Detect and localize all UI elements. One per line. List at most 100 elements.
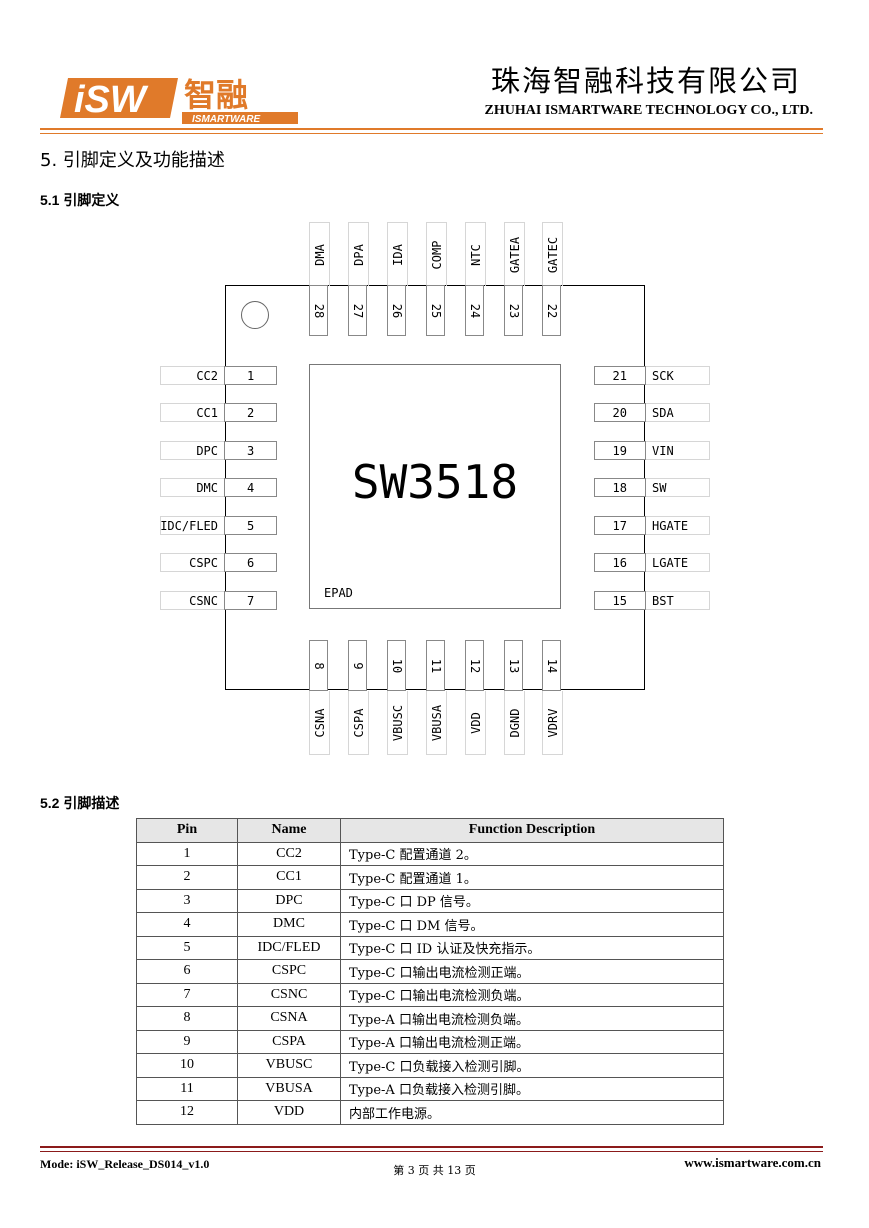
- pin-number-right: 19: [594, 441, 646, 460]
- pin-number-left: 3: [224, 441, 277, 460]
- pin-label-bottom: CSNA: [309, 691, 330, 755]
- pin-label-top-text: NTC: [468, 243, 483, 266]
- pin-label-left: DMC: [160, 478, 224, 497]
- pin-number-bottom: 11: [426, 640, 445, 691]
- pin-number-bottom: 12: [465, 640, 484, 691]
- pin-label-bottom-text: VDD: [468, 711, 483, 734]
- pin-number-bottom-text: 9: [350, 661, 365, 670]
- pin-number-bottom: 10: [387, 640, 406, 691]
- pin-number-left: 4: [224, 478, 277, 497]
- cell-pin: 12: [136, 1100, 238, 1125]
- pin-number-top-text: 27: [350, 303, 365, 318]
- epad-label: EPAD: [324, 586, 353, 600]
- pin-number-top-text: 22: [544, 303, 559, 318]
- pin-label-right: SW: [646, 478, 710, 497]
- pin-number-top-text: 26: [389, 303, 404, 318]
- pin-label-right: HGATE: [646, 516, 710, 535]
- header-pin: Pin: [136, 818, 238, 843]
- cell-name: CC1: [237, 865, 341, 890]
- cell-function: Type-C 口 DP 信号。: [340, 888, 724, 913]
- cell-function: 内部工作电源。: [340, 1100, 724, 1125]
- pin-number-top: 25: [426, 285, 445, 336]
- pin-number-bottom-text: 14: [544, 658, 559, 673]
- subsection-pin-definition: 5.1 引脚定义: [40, 192, 120, 208]
- pin-label-left: CSNC: [160, 591, 224, 610]
- pin-number-right: 21: [594, 366, 646, 385]
- subsection-pin-description: 5.2 引脚描述: [40, 795, 120, 811]
- pin-number-top: 27: [348, 285, 367, 336]
- pin-number-top: 28: [309, 285, 328, 336]
- footer-rule: [40, 1146, 823, 1148]
- pin-label-top: NTC: [465, 222, 486, 286]
- pin-label-bottom-text: VBUSC: [390, 704, 405, 741]
- cell-name: VBUSC: [237, 1053, 341, 1078]
- cell-function: Type-C 口 ID 认证及快充指示。: [340, 935, 724, 960]
- exposed-pad: [309, 364, 561, 609]
- pin-number-bottom-text: 12: [467, 658, 482, 673]
- pin-number-bottom-text: 10: [389, 658, 404, 673]
- pin-label-top-text: COMP: [429, 240, 444, 269]
- pin-label-bottom-text: CSNA: [312, 708, 327, 737]
- cell-function: Type-A 口输出电流检测正端。: [340, 1029, 724, 1054]
- pin-number-bottom-text: 13: [506, 658, 521, 673]
- pin-label-bottom-text: VDRV: [545, 708, 560, 737]
- pin-number-left: 7: [224, 591, 277, 610]
- pin-label-top: GATEC: [542, 222, 563, 286]
- header-rule-thin: [40, 133, 823, 134]
- company-logo: iSW 智融 ISMARTWARE: [60, 72, 300, 128]
- pin-label-right: VIN: [646, 441, 710, 460]
- pin-label-bottom: CSPA: [348, 691, 369, 755]
- cell-name: VDD: [237, 1100, 341, 1125]
- cell-name: CSNC: [237, 982, 341, 1007]
- pin-number-top-text: 25: [428, 303, 443, 318]
- pin-number-bottom: 13: [504, 640, 523, 691]
- footer-rule-thin: [40, 1151, 823, 1152]
- pin-label-top-text: GATEA: [507, 236, 522, 273]
- pin-label-bottom-text: CSPA: [351, 708, 366, 737]
- cell-name: CSPA: [237, 1029, 341, 1054]
- pin-label-left: IDC/FLED: [160, 516, 224, 535]
- pin-label-left: CSPC: [160, 553, 224, 572]
- cell-name: DPC: [237, 888, 341, 913]
- cell-pin: 5: [136, 935, 238, 960]
- pin-label-right: SDA: [646, 403, 710, 422]
- logo-mark: iSW: [74, 79, 149, 121]
- pin-label-bottom-text: VBUSA: [429, 704, 444, 741]
- pin-number-bottom-text: 8: [311, 661, 326, 670]
- pin-label-top-text: GATEC: [545, 236, 560, 273]
- cell-pin: 4: [136, 912, 238, 937]
- pin-label-bottom: VBUSA: [426, 691, 447, 755]
- pin-label-right: BST: [646, 591, 710, 610]
- footer-page-number: 第 3 页 共 13 页: [393, 1164, 476, 1177]
- cell-name: VBUSA: [237, 1076, 341, 1101]
- pin-number-top: 24: [465, 285, 484, 336]
- pin-number-bottom: 14: [542, 640, 561, 691]
- logo-cn: 智融: [184, 76, 248, 114]
- cell-function: Type-C 口输出电流检测负端。: [340, 982, 724, 1007]
- cell-pin: 8: [136, 1006, 238, 1031]
- cell-pin: 2: [136, 865, 238, 890]
- cell-function: Type-A 口负载接入检测引脚。: [340, 1076, 724, 1101]
- pin-label-right: LGATE: [646, 553, 710, 572]
- pin-label-bottom: VDD: [465, 691, 486, 755]
- pin-label-top: GATEA: [504, 222, 525, 286]
- pin-number-left: 2: [224, 403, 277, 422]
- pin-label-left: DPC: [160, 441, 224, 460]
- header-function: Function Description: [340, 818, 724, 843]
- cell-name: CSPC: [237, 959, 341, 984]
- cell-pin: 10: [136, 1053, 238, 1078]
- cell-pin: 1: [136, 841, 238, 866]
- pin-number-top-text: 28: [311, 303, 326, 318]
- pin-label-top: IDA: [387, 222, 408, 286]
- pin-label-top-text: DPA: [351, 243, 366, 266]
- table-header-row: Pin Name Function Description: [136, 818, 724, 843]
- company-name-en: ZHUHAI ISMARTWARE TECHNOLOGY CO., LTD.: [484, 103, 813, 118]
- pin-number-bottom-text: 11: [428, 658, 443, 673]
